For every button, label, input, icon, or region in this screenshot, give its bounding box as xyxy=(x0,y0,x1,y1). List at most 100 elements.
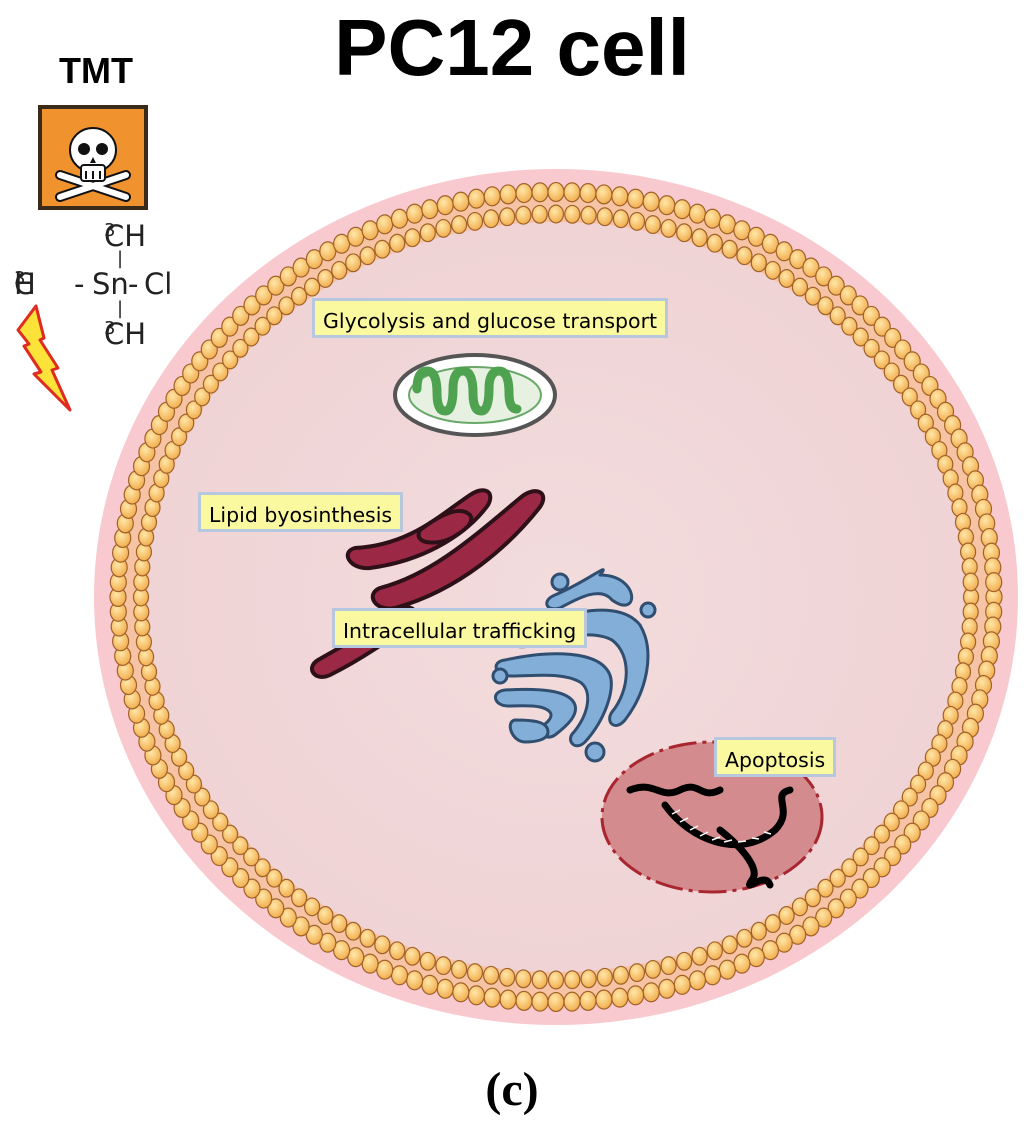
phospholipid-head xyxy=(317,269,334,288)
phospholipid-head xyxy=(841,316,858,336)
phospholipid-head xyxy=(873,824,891,844)
phospholipid-head xyxy=(376,959,394,980)
phospholipid-head xyxy=(829,868,846,888)
phospholipid-head xyxy=(962,572,979,592)
phospholipid-head xyxy=(389,941,406,961)
phospholipid-head xyxy=(185,774,202,794)
phospholipid-head xyxy=(243,295,261,316)
formula-right-group: Cl xyxy=(144,267,173,301)
phospholipid-head xyxy=(435,956,452,976)
phospholipid-head xyxy=(212,362,229,382)
phospholipid-head xyxy=(279,266,297,287)
phospholipid-head xyxy=(452,982,470,1003)
phospholipid-head xyxy=(531,991,549,1012)
formula-bond-top: | xyxy=(117,248,124,269)
phospholipid-head xyxy=(611,186,629,207)
phospholipid-head xyxy=(531,182,549,203)
phospholipid-head xyxy=(374,239,391,259)
label-lipid-biosynthesis: Lipid byosinthesis xyxy=(198,492,404,532)
phospholipid-head xyxy=(232,868,250,889)
phospholipid-head xyxy=(404,228,421,248)
phospholipid-head xyxy=(515,990,533,1011)
phospholipid-head xyxy=(658,978,676,999)
phospholipid-head xyxy=(499,207,516,227)
phospholipid-head xyxy=(483,209,500,229)
phospholipid-head xyxy=(202,374,219,394)
phospholipid-head xyxy=(851,295,869,316)
phospholipid-head xyxy=(361,220,379,241)
phospholipid-head xyxy=(389,233,406,253)
phospholipid-head xyxy=(483,987,501,1008)
phospholipid-head xyxy=(361,953,379,974)
phospholipid-head xyxy=(660,218,677,238)
phospholipid-head xyxy=(254,316,271,336)
phospholipid-head xyxy=(451,215,468,235)
phospholipid-head xyxy=(243,847,260,867)
phospholipid-head xyxy=(892,374,910,394)
phospholipid-head xyxy=(642,982,660,1003)
phospholipid-head xyxy=(466,963,484,983)
phospholipid-head xyxy=(291,286,308,306)
phospholipid-head xyxy=(331,260,348,280)
phospholipid-head xyxy=(827,898,845,919)
phospholipid-head xyxy=(985,572,1003,593)
phospholipid-head xyxy=(917,761,934,781)
phospholipid-head xyxy=(612,209,630,229)
phospholipid-head xyxy=(178,413,195,433)
phospholipid-head xyxy=(862,305,880,326)
label-glycolysis: Glycolysis and glucose transport xyxy=(312,298,669,338)
phospholipid-head xyxy=(564,970,581,990)
phospholipid-head xyxy=(531,204,548,224)
phospholipid-head xyxy=(499,989,517,1010)
phospholipid-head xyxy=(721,935,738,955)
phospholipid-head xyxy=(243,327,260,347)
phospholipid-head xyxy=(305,249,323,270)
phospholipid-head xyxy=(676,223,693,243)
label-apoptosis: Apoptosis xyxy=(714,737,837,777)
phospholipid-head xyxy=(883,812,900,832)
phospholipid-head xyxy=(547,970,565,990)
phospholipid-head xyxy=(221,316,239,337)
phospholipid-head xyxy=(254,858,271,878)
phospholipid-head xyxy=(673,974,691,995)
phospholipid-head xyxy=(547,204,565,224)
phospholipid-head xyxy=(547,991,565,1013)
phospholipid-head xyxy=(499,184,517,205)
phospholipid-head xyxy=(267,898,285,919)
phospholipid-head xyxy=(292,916,310,937)
phospholipid-head xyxy=(563,182,581,203)
phospholipid-head xyxy=(873,350,891,370)
phospholipid-head xyxy=(802,257,820,278)
phospholipid-head xyxy=(232,305,250,326)
phospholipid-head xyxy=(901,787,918,807)
phospholipid-head xyxy=(789,249,807,270)
phospholipid-head xyxy=(419,223,436,243)
skull-crossbones-icon xyxy=(38,105,148,210)
phospholipid-head xyxy=(345,921,362,941)
phospholipid-head xyxy=(778,906,795,925)
phospholipid-head xyxy=(390,965,409,986)
phospholipid-head xyxy=(178,761,195,781)
phospholipid-head xyxy=(436,978,454,999)
formula-bond-right: - xyxy=(128,267,139,301)
phospholipid-head xyxy=(547,181,565,203)
phospholipid-head xyxy=(374,935,391,955)
phospholipid-head xyxy=(278,296,295,316)
phospholipid-head xyxy=(778,269,795,288)
phospholipid-head xyxy=(901,387,918,407)
phospholipid-head xyxy=(852,327,869,347)
phospholipid-head xyxy=(467,188,485,209)
phospholipid-head xyxy=(515,205,532,225)
formula-center-atom: Sn xyxy=(92,267,129,301)
phospholipid-head xyxy=(452,191,470,212)
phospholipid-head xyxy=(406,970,424,991)
phospholipid-head xyxy=(483,965,500,985)
phospholipid-head xyxy=(802,916,820,937)
phospholipid-head xyxy=(815,266,833,287)
phospholipid-head xyxy=(761,233,780,254)
phospholipid-head xyxy=(703,965,722,986)
phospholipid-head xyxy=(909,400,927,420)
phospholipid-head xyxy=(267,275,285,296)
